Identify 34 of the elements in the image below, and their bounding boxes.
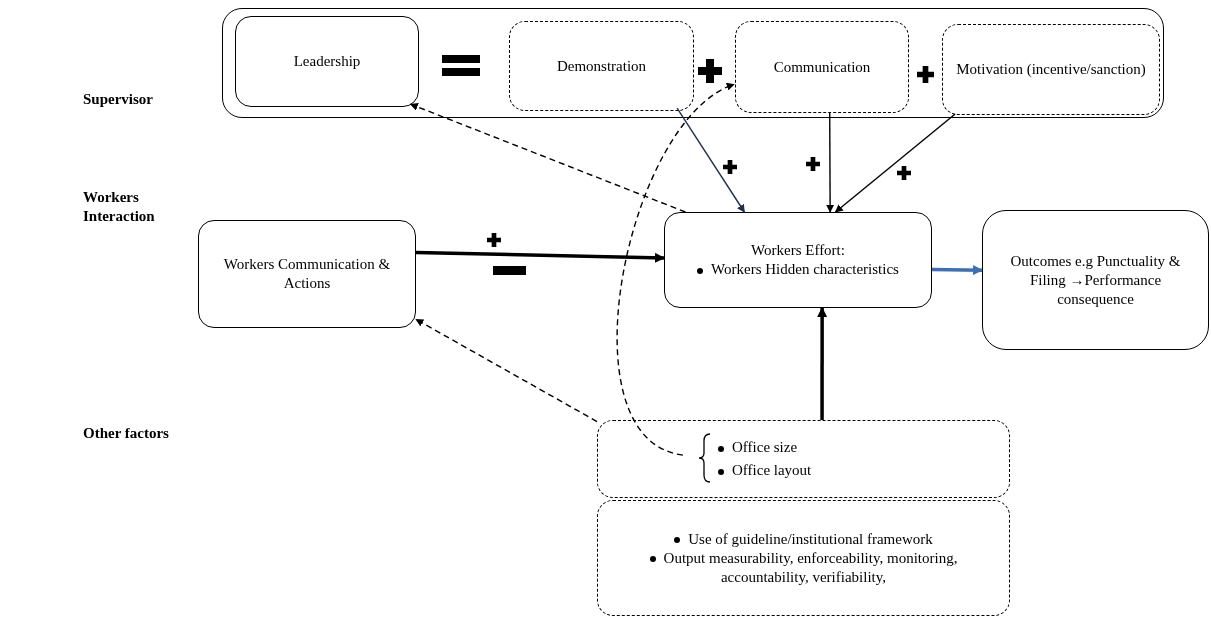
arrow — [415, 318, 598, 423]
process-box — [735, 21, 909, 113]
arrow — [817, 307, 828, 420]
node-text: Leadership — [293, 52, 361, 71]
process-box — [509, 21, 694, 111]
node-text: Workers Communication & Actions — [222, 255, 392, 293]
process-box — [597, 420, 1010, 498]
row-label: Other factors — [83, 424, 170, 443]
arrow — [931, 265, 983, 276]
process-box — [982, 210, 1209, 350]
group-box — [222, 8, 1164, 118]
row-label: Supervisor — [83, 90, 154, 109]
node-text: Office size — [732, 439, 798, 455]
node-text: Workers Effort: — [751, 241, 845, 260]
process-box — [235, 16, 419, 107]
arrow — [616, 83, 735, 456]
arrow — [415, 250, 665, 263]
arrow — [834, 113, 956, 213]
node-text: Motivation (incentive/sanction) — [956, 60, 1146, 79]
node-text: Demonstration — [556, 56, 647, 76]
node-text: Use of guideline/institutional framework — [688, 530, 933, 547]
node-text: Communication — [773, 57, 871, 77]
process-box — [198, 220, 416, 328]
arrow — [409, 103, 687, 213]
node-text: Office layout — [732, 462, 812, 478]
row-label: Workers Interaction — [83, 188, 156, 226]
node-text: Outcomes e.g Punctuality & Filing →Performance consequence — [1009, 251, 1182, 309]
process-box — [597, 500, 1010, 616]
process-box — [664, 212, 932, 308]
process-box — [942, 24, 1160, 115]
node-text: Workers Hidden characteristics — [711, 261, 899, 277]
node-text: Output measurability, enforceability, monitoring, accountability, verifiability, — [663, 549, 958, 585]
arrow — [676, 107, 746, 213]
arrow — [826, 111, 835, 213]
